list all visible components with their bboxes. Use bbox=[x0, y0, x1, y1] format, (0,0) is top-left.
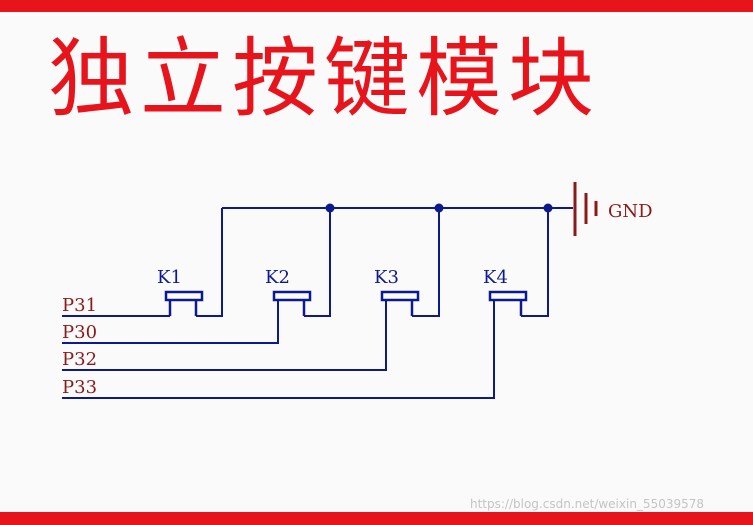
diagram-title: 独立按键模块 bbox=[48, 29, 600, 129]
bottom-border bbox=[0, 512, 753, 525]
k2-label: K2 bbox=[265, 267, 290, 288]
k3-right-wire bbox=[412, 208, 440, 317]
k2-right-wire bbox=[304, 208, 331, 317]
junction-dot bbox=[325, 203, 335, 213]
p33-label: P33 bbox=[62, 377, 97, 398]
k2-button bbox=[272, 290, 312, 302]
k1-contacts bbox=[168, 300, 198, 316]
p31-label: P31 bbox=[62, 295, 97, 316]
k1-label: K1 bbox=[157, 267, 182, 288]
p30-label: P30 bbox=[62, 322, 97, 343]
k1-button bbox=[164, 290, 204, 302]
gnd-label: GND bbox=[608, 201, 653, 222]
p30-wire bbox=[62, 300, 279, 344]
p32-wire bbox=[62, 300, 387, 371]
junction-dot bbox=[434, 203, 444, 213]
k3-label: K3 bbox=[374, 267, 399, 288]
p32-label: P32 bbox=[62, 349, 97, 370]
k4-button bbox=[488, 290, 528, 302]
k4-label: K4 bbox=[483, 267, 508, 288]
k1-right-wire bbox=[196, 208, 223, 317]
top-border bbox=[0, 0, 753, 12]
p33-wire bbox=[62, 300, 495, 399]
k4-right-wire bbox=[521, 208, 549, 317]
watermark-url: https://blog.csdn.net/weixin_55039578 bbox=[470, 497, 705, 511]
junction-dot bbox=[543, 203, 553, 213]
k3-button bbox=[380, 290, 420, 302]
